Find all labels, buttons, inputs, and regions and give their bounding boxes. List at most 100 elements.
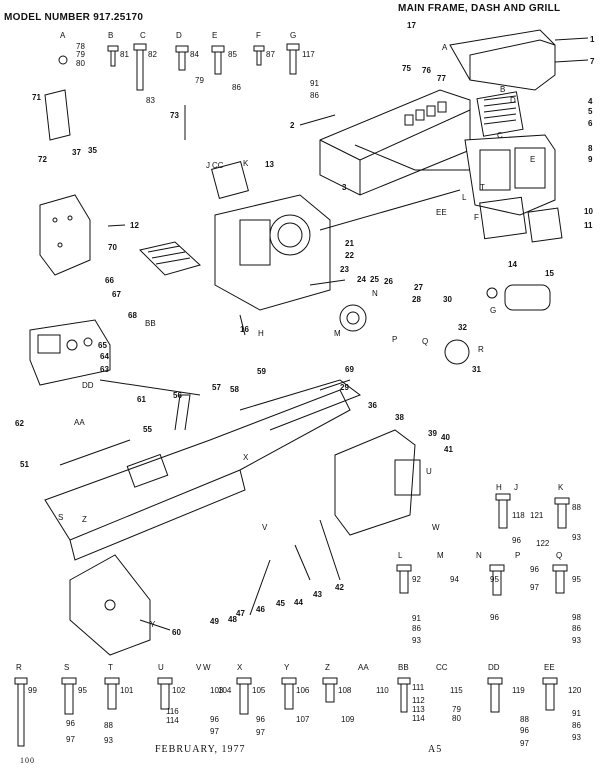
callout-70: 70 <box>108 243 117 252</box>
front-guard <box>69 554 151 656</box>
hw-V-code: V <box>196 663 202 672</box>
callout-3: 3 <box>342 183 347 192</box>
callout-65: 65 <box>98 341 107 350</box>
hw-J-p121: 121 <box>530 511 544 520</box>
hw-F-code: F <box>256 31 261 40</box>
hw-BB-code: BB <box>398 663 409 672</box>
callout-32: 32 <box>458 323 467 332</box>
callout-36: 36 <box>368 401 377 410</box>
callout-17: 17 <box>407 21 416 30</box>
hw-L-p93: 93 <box>412 636 421 645</box>
part-callouts: 1 2 3 4 5 6 7 8 9 10 11 12 13 14 15 16 1… <box>15 21 595 637</box>
grill-screen-upper <box>476 91 524 137</box>
ref-BB: BB <box>145 319 156 328</box>
callout-9: 9 <box>588 155 593 164</box>
ref-K: K <box>243 159 249 168</box>
hw-D-code: D <box>176 31 182 40</box>
ref-Q: Q <box>422 337 428 346</box>
callout-12: 12 <box>130 221 139 230</box>
ref-U: U <box>426 467 432 476</box>
ref-H: H <box>258 329 264 338</box>
hw-A-p80: 80 <box>76 59 85 68</box>
hw-G-code: G <box>290 31 296 40</box>
hw-Q-code: Q <box>556 551 562 560</box>
hw-T-p93: 93 <box>104 736 113 745</box>
callout-6: 6 <box>588 119 593 128</box>
callout-25: 25 <box>370 275 379 284</box>
callout-26: 26 <box>384 277 393 286</box>
hw-N-code: N <box>476 551 482 560</box>
hardware-bottom-labels: R 99 S 95 96 97 T 101 88 93 U 102 116 11… <box>16 663 582 748</box>
hw-B-p81: 81 <box>120 50 129 59</box>
callout-1: 1 <box>590 35 595 44</box>
hw-Q-p95: 95 <box>572 575 581 584</box>
hw-X-p96: 96 <box>256 715 265 724</box>
callout-75: 75 <box>402 64 411 73</box>
hw-H-code: H <box>496 483 502 492</box>
hw-CC-p115: 115 <box>450 686 463 695</box>
callout-29: 29 <box>340 383 349 392</box>
hw-H-p118: 118 <box>512 511 525 520</box>
callout-44: 44 <box>294 598 303 607</box>
side-panel <box>39 194 91 276</box>
hw-W-p104: 104 <box>218 686 232 695</box>
ref-G: G <box>490 306 496 315</box>
hw-D-p84: 84 <box>190 50 199 59</box>
callout-67: 67 <box>112 290 121 299</box>
hw-L-p86: 86 <box>412 624 421 633</box>
callout-28: 28 <box>412 295 421 304</box>
hw-Z-code: Z <box>325 663 330 672</box>
callout-42: 42 <box>335 583 344 592</box>
hw-EE-code: EE <box>544 663 555 672</box>
ref-D: D <box>510 96 516 105</box>
hw-M-code: M <box>437 551 444 560</box>
hw-H-p96: 96 <box>512 536 521 545</box>
callout-15: 15 <box>545 269 554 278</box>
callout-60: 60 <box>172 628 181 637</box>
hw-A-p79: 79 <box>76 50 85 59</box>
callout-63: 63 <box>100 365 109 374</box>
hw-G-p117: 117 <box>302 50 315 59</box>
ref-Z: Z <box>82 515 87 524</box>
ref-E: E <box>530 155 535 164</box>
callout-62: 62 <box>15 419 24 428</box>
footer-page: A5 <box>428 744 443 755</box>
hw-W-code: W <box>203 663 211 672</box>
callout-46: 46 <box>256 605 265 614</box>
ref-T: T <box>480 183 485 192</box>
engine <box>211 161 346 311</box>
callout-45: 45 <box>276 599 285 608</box>
hw-BB-p111: 111 <box>412 683 425 692</box>
hw-EE-p91: 91 <box>572 709 581 718</box>
mount-bracket <box>44 89 71 141</box>
hw-S-p96: 96 <box>66 719 75 728</box>
hw-N-p95: 95 <box>490 575 499 584</box>
main-frame <box>44 379 362 561</box>
callout-10: 10 <box>584 207 593 216</box>
callout-11: 11 <box>584 221 593 230</box>
ref-R: R <box>478 345 484 354</box>
hw-C-p83: 83 <box>146 96 155 105</box>
letter-refs: A B C D E F G H J K L M N P Q R S T U V … <box>58 43 535 629</box>
coil <box>444 339 470 365</box>
footer-stamp: 100 <box>20 756 35 765</box>
callout-66: 66 <box>105 276 114 285</box>
callout-38: 38 <box>395 413 404 422</box>
hw-DD-code: DD <box>488 663 500 672</box>
callout-30: 30 <box>443 295 452 304</box>
hw-Q-p93: 93 <box>572 636 581 645</box>
callout-2: 2 <box>290 121 295 130</box>
hardware-top-labels: A 78 79 80 B 81 C 82 83 D 84 79 E 85 86 … <box>60 31 319 105</box>
callout-55: 55 <box>143 425 152 434</box>
hw-Z-p108: 108 <box>338 686 352 695</box>
pulley <box>339 304 367 332</box>
hw-EE-p86: 86 <box>572 721 581 730</box>
callout-23: 23 <box>340 265 349 274</box>
ref-Y: Y <box>150 620 156 629</box>
ref-B: B <box>500 85 505 94</box>
hw-N-p96: 96 <box>490 613 499 622</box>
ref-DD: DD <box>82 381 94 390</box>
footrest-platform <box>139 241 201 276</box>
hw-K-p93: 93 <box>572 533 581 542</box>
